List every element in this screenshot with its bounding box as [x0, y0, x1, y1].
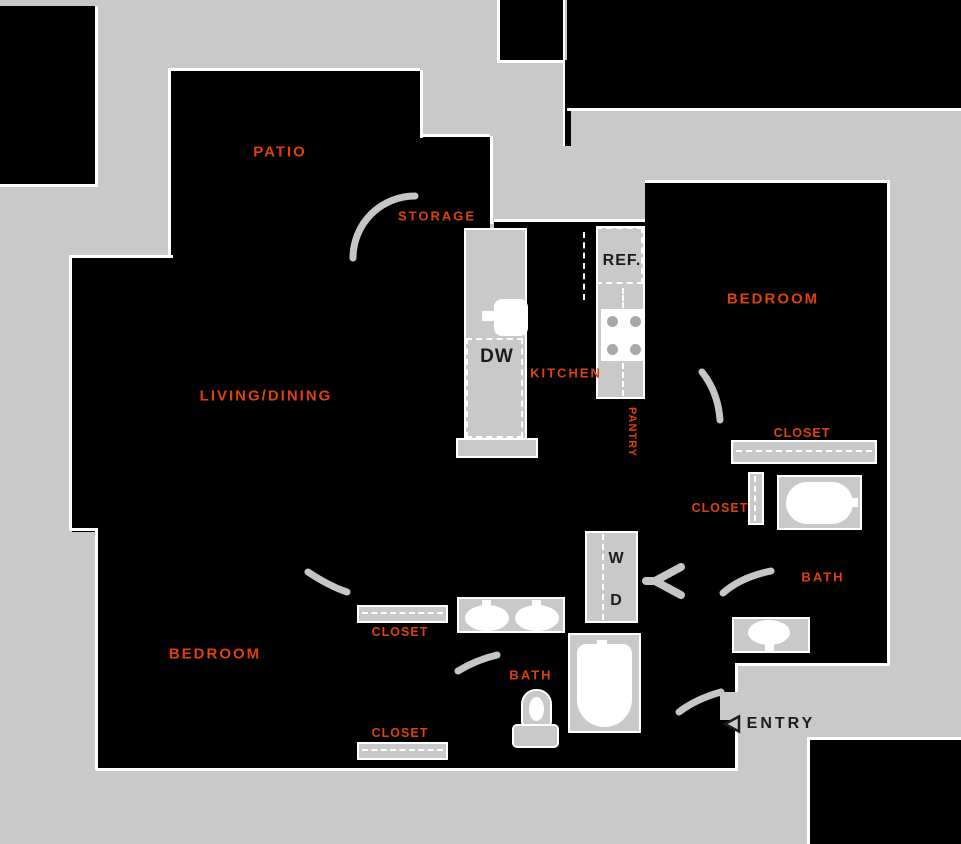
stove-burner [607, 316, 618, 327]
seam [567, 108, 961, 111]
room-patio [170, 70, 420, 262]
upper-cabinet-dash [583, 232, 585, 300]
seam [497, 0, 500, 62]
seam [563, 0, 565, 146]
kitchen-sink-faucet [482, 311, 496, 321]
seam [69, 255, 173, 258]
seam [420, 70, 423, 138]
wall-band-top-right [567, 0, 961, 108]
seam [96, 768, 738, 771]
seam [168, 68, 171, 258]
kitchen-sink [494, 299, 528, 336]
bath2-faucet-right [532, 600, 541, 612]
dishwasher-label: DW [480, 346, 514, 367]
seam [69, 258, 72, 530]
patio-label: PATIO [253, 143, 307, 161]
washer-dryer-divider [602, 534, 604, 620]
entry-door-opening [720, 692, 738, 720]
toilet-tank [512, 724, 559, 748]
seam [497, 60, 565, 63]
seam [70, 528, 98, 531]
bedroom2-closet-dash-upper [362, 612, 443, 614]
bath1-label: BATH [801, 569, 845, 585]
seam [807, 740, 810, 844]
kitchen-label: KITCHEN [530, 365, 602, 381]
hall-closet-dash [736, 450, 872, 452]
bedroom2-closet-rod-upper [357, 605, 448, 623]
seam [735, 663, 890, 666]
seam [422, 134, 490, 137]
kitchen-counter-foot [456, 438, 538, 458]
seam [494, 219, 645, 222]
bedroom1-label: BEDROOM [726, 290, 820, 308]
living-dining-label: LIVING/DINING [199, 387, 333, 405]
wall-block-bottom-right [810, 740, 961, 844]
counter-center-dash [622, 363, 624, 396]
dryer-label: D [610, 592, 622, 609]
bedroom2-closet-rod-lower [357, 742, 448, 760]
washer-label: W [608, 550, 624, 567]
refrigerator-label: REF. [602, 252, 642, 269]
bedroom2-label: BEDROOM [168, 645, 262, 663]
stove-burner [607, 344, 618, 355]
hall-closet-rod [731, 440, 877, 464]
bedroom2-closet-dash-lower [362, 749, 443, 751]
stove-burner [630, 316, 641, 327]
bath1-faucet [765, 640, 774, 653]
seam [645, 180, 890, 183]
linen-closet [748, 472, 764, 525]
seam [887, 183, 890, 665]
linen-closet-label: CLOSET [691, 501, 749, 515]
seam [95, 6, 98, 187]
toilet-seat-hole [529, 697, 544, 721]
bath1-tub-basin [786, 482, 853, 524]
seam [168, 68, 420, 71]
stove-burner [630, 344, 641, 355]
bath2-label: BATH [509, 667, 553, 683]
pantry-label: PANTRY [626, 407, 638, 457]
seam [807, 737, 961, 740]
seam [490, 136, 493, 224]
dishwasher-outline [466, 338, 523, 438]
bedroom2-closet-lower-label: CLOSET [371, 726, 429, 740]
room-bedroom-1 [645, 183, 887, 663]
bedroom2-closet-upper-label: CLOSET [371, 625, 429, 639]
linen-closet-dash [754, 476, 756, 521]
wall-block-top-left [0, 6, 95, 184]
refrigerator-outline [596, 227, 643, 284]
seam [95, 530, 98, 770]
bath2-tub-faucet [597, 640, 607, 658]
seam [0, 184, 98, 187]
bath2-faucet-left [482, 600, 491, 612]
wall-block-top-center [500, 0, 565, 60]
counter-center-dash [622, 288, 624, 308]
kitchen-counter [464, 228, 527, 447]
hall-closet-label: CLOSET [773, 426, 831, 440]
room-living-dining [72, 258, 645, 532]
bath1-tub-faucet [847, 498, 858, 507]
washer-dryer-unit [585, 531, 638, 623]
storage-label: STORAGE [397, 208, 477, 224]
wall-stub [565, 60, 571, 146]
entry-label: ENTRY [746, 715, 816, 732]
